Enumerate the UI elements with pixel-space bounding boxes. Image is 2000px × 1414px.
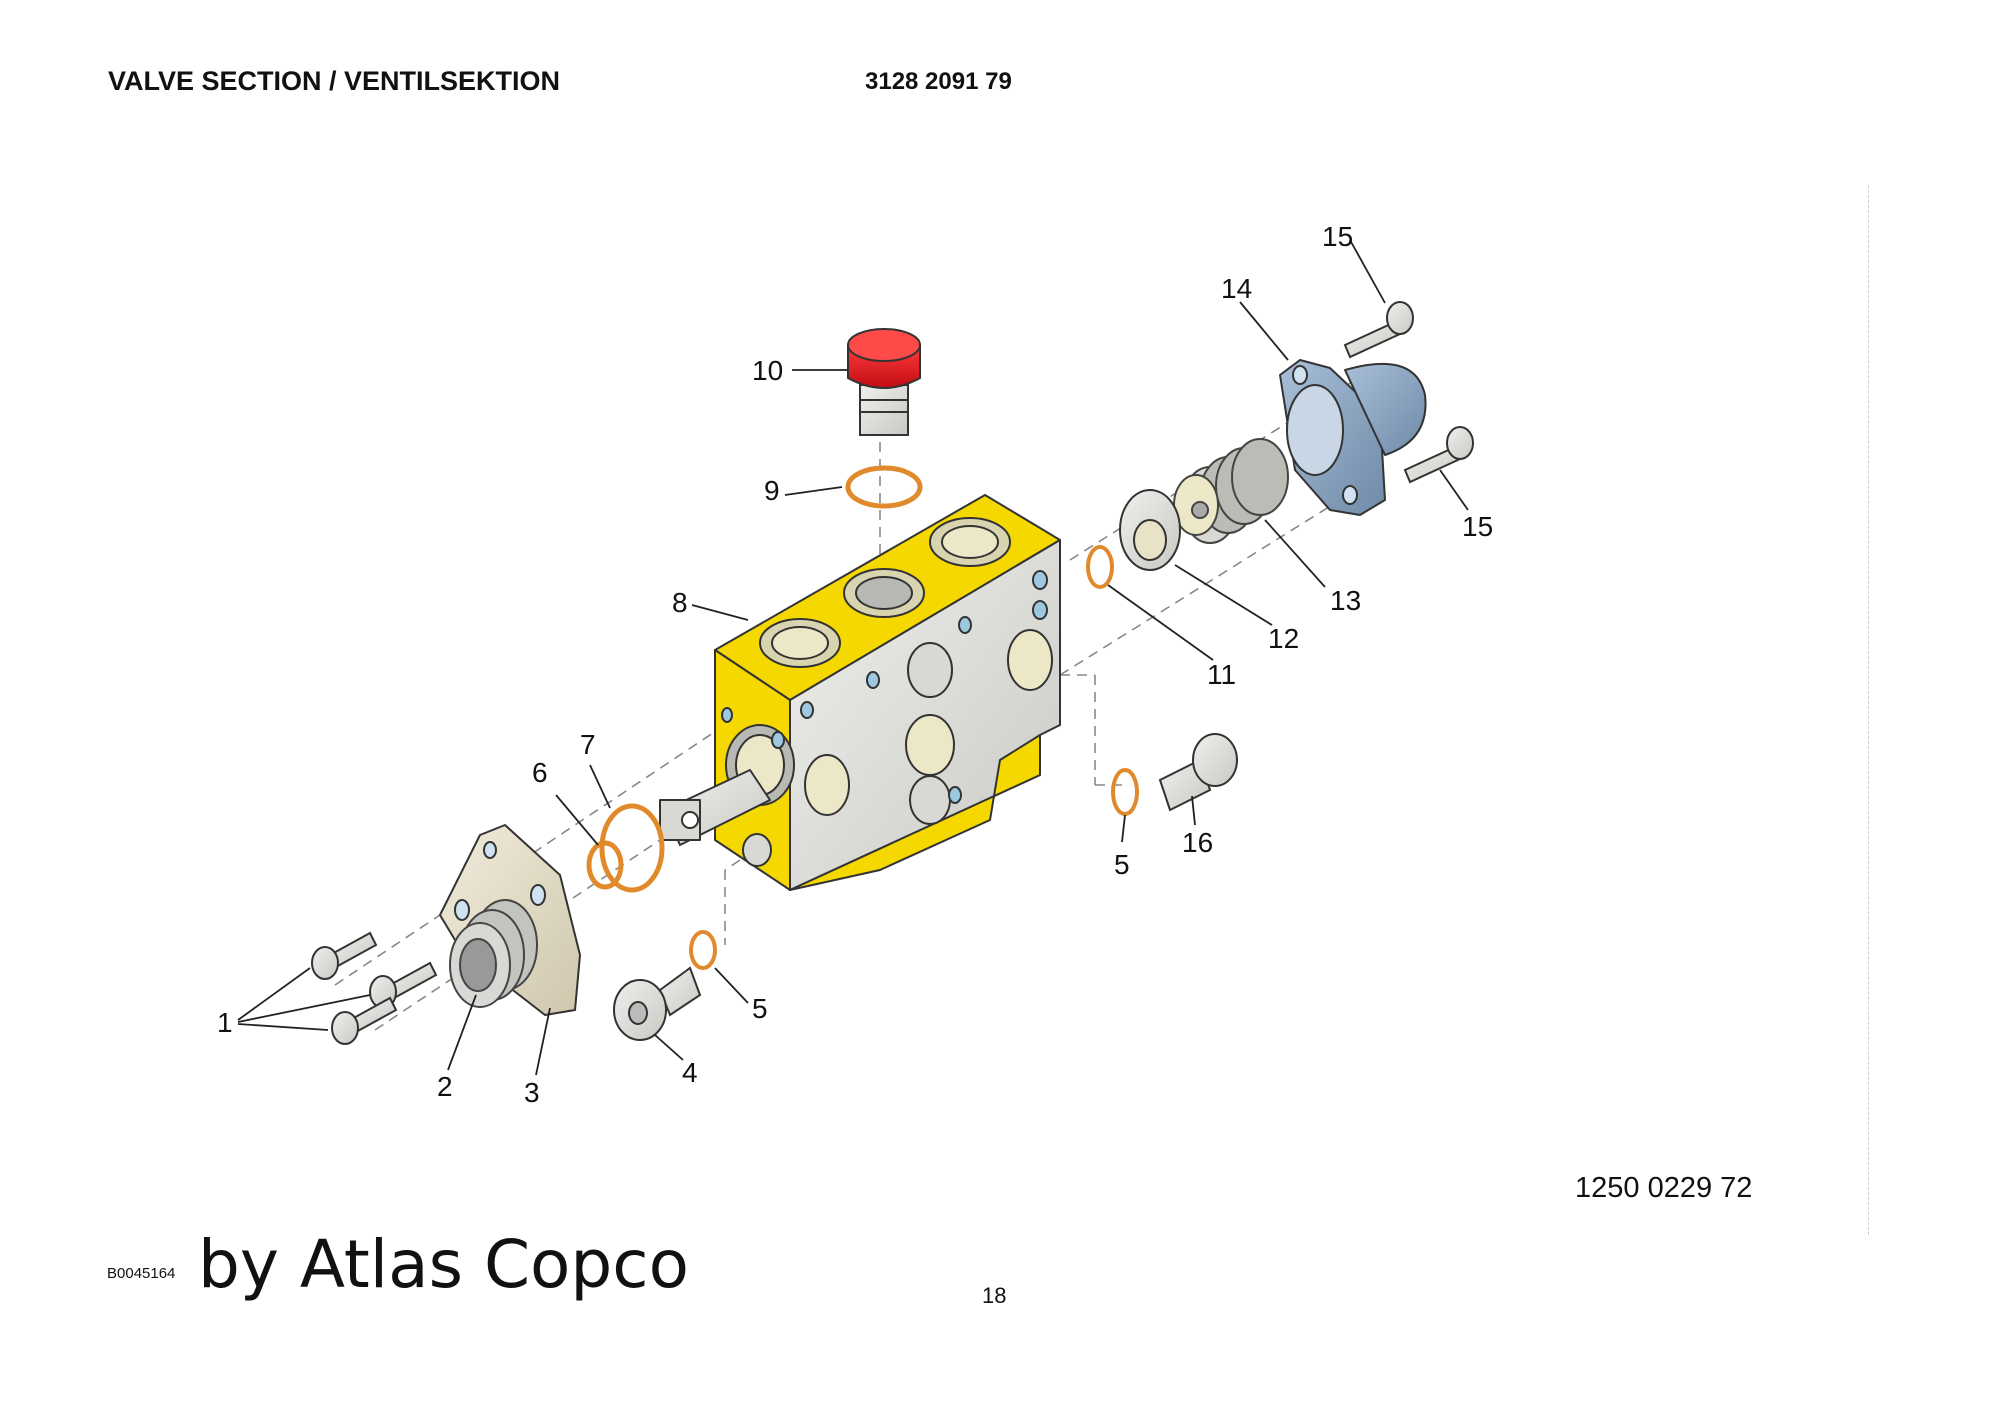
valve-body: [659, 494, 1061, 891]
callout-11: 11: [1207, 659, 1236, 690]
header-part-number: 3128 2091 79: [865, 68, 1012, 95]
o-ring-11: [1086, 545, 1114, 589]
page-number: 18: [982, 1283, 1007, 1308]
callout-15-upper: 15: [1322, 221, 1353, 252]
callout-9: 9: [764, 475, 780, 506]
callout-15-lower: 15: [1462, 511, 1493, 542]
o-ring-6: [586, 840, 624, 890]
o-ring-9: [845, 465, 923, 509]
callout-14: 14: [1221, 273, 1252, 304]
screw-15-upper: [1343, 301, 1414, 359]
screws-1: [311, 931, 438, 1045]
o-ring-5-right: [1111, 768, 1139, 816]
callout-2: 2: [437, 1071, 453, 1102]
spring: [1173, 438, 1289, 544]
threaded-fitting: [449, 899, 538, 1008]
callout-6: 6: [532, 757, 548, 788]
image-code: B0045164: [107, 1265, 176, 1282]
callout-8: 8: [672, 587, 688, 618]
red-plug: [847, 328, 921, 436]
page-divider: [1868, 185, 1869, 1235]
blue-end-cover: [1279, 359, 1427, 516]
callout-4: 4: [682, 1057, 698, 1088]
callout-labels: 1 2 3 4 5 5 6 7 8 9 10 11 12 13 14 15 15…: [217, 221, 1493, 1108]
page-title: VALVE SECTION / VENTILSEKTION: [108, 66, 561, 96]
callout-12: 12: [1268, 623, 1299, 654]
callout-5-left: 5: [752, 993, 768, 1024]
part-reference-number: 1250 0229 72: [1575, 1172, 1753, 1204]
drain-plug-4: [613, 966, 702, 1041]
callout-13: 13: [1330, 585, 1361, 616]
callout-3: 3: [524, 1077, 540, 1108]
callout-1: 1: [217, 1007, 233, 1038]
leader-lines: [237, 239, 1469, 1076]
callout-7: 7: [580, 729, 596, 760]
callout-10: 10: [752, 355, 783, 386]
spring-seat: [1119, 489, 1181, 571]
brand-text: by Atlas Copco: [198, 1226, 689, 1303]
callout-16: 16: [1182, 827, 1213, 858]
callout-5-right: 5: [1114, 849, 1130, 880]
screw-15-lower: [1403, 426, 1474, 484]
o-ring-7: [599, 803, 665, 893]
o-ring-5-left: [689, 930, 717, 970]
check-valve-16: [1158, 733, 1238, 812]
